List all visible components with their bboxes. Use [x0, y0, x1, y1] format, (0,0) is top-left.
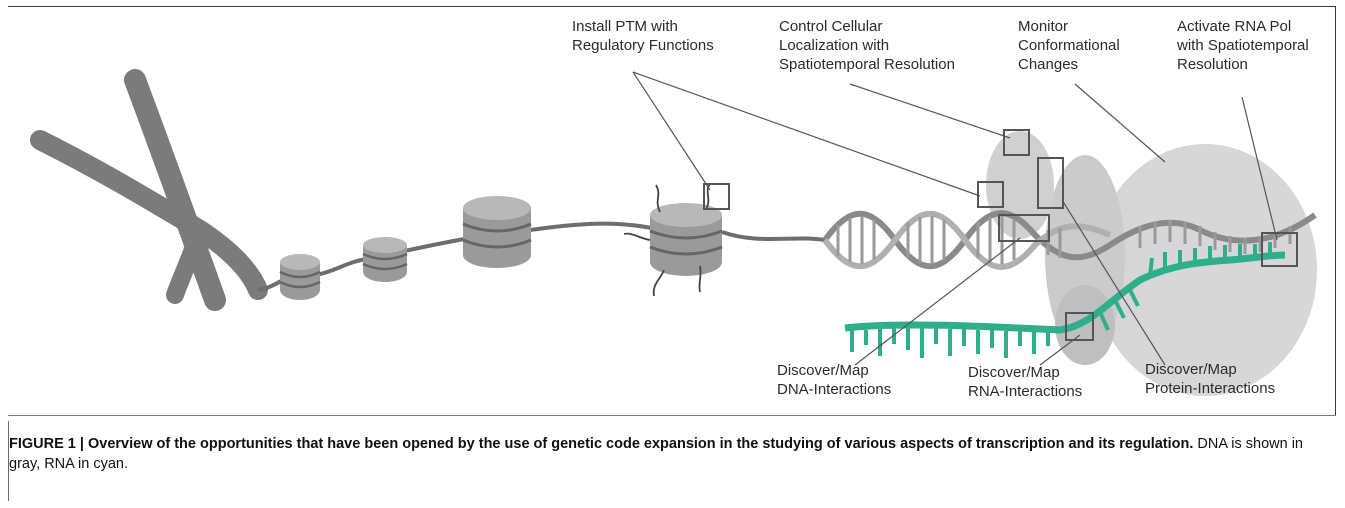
linker-dna	[257, 221, 826, 292]
figure-frame	[8, 6, 1336, 415]
dna-interaction-box	[998, 214, 1050, 242]
caption-side-rule	[8, 421, 9, 501]
rna-interaction-box	[1065, 312, 1094, 341]
label-monitor-conformational: Monitor Conformational Changes	[1018, 18, 1120, 73]
nucleosome-2	[362, 237, 408, 282]
nucleosome-1	[279, 254, 321, 300]
chromosome	[30, 69, 268, 311]
label-discover-rna: Discover/Map RNA-Interactions	[968, 364, 1083, 400]
rna-strand	[844, 242, 1286, 358]
transcription-diagram	[30, 69, 1317, 396]
ptm-callout-box	[703, 183, 730, 210]
localization-box-2	[1003, 129, 1030, 156]
localization-box-1	[977, 181, 1004, 208]
figure-caption: FIGURE 1 | Overview of the opportunities…	[9, 434, 1309, 474]
callout-squares	[703, 129, 1298, 341]
label-install-ptm: Install PTM with Regulatory Functions	[572, 18, 714, 54]
leader-lines	[632, 71, 1278, 366]
nucleosome-3	[462, 196, 532, 268]
caption-divider	[8, 415, 1336, 416]
dna-helix	[822, 210, 1317, 270]
label-discover-dna: Discover/Map DNA-Interactions	[777, 362, 892, 398]
label-control-localization: Control Cellular Localization with Spati…	[779, 18, 955, 73]
rna-pol-box	[1261, 232, 1298, 267]
label-discover-protein: Discover/Map Protein-Interactions	[1145, 361, 1276, 397]
label-activate-rna-pol: Activate RNA Pol with Spatiotemporal Res…	[1177, 18, 1309, 73]
conformational-box	[1037, 157, 1064, 209]
caption-normal: DNA is shown in gray, RNA in cyan.	[9, 436, 1303, 472]
nucleosome-4	[623, 183, 723, 297]
protein-blob-large	[1093, 144, 1317, 396]
caption-bold: FIGURE 1 | Overview of the opportunities…	[9, 436, 1194, 452]
